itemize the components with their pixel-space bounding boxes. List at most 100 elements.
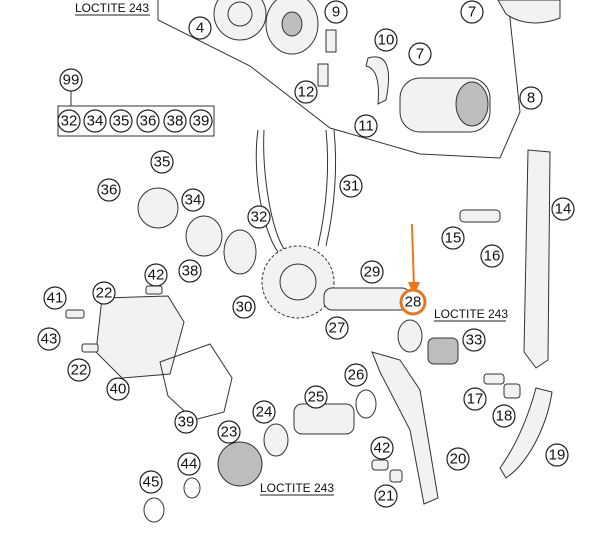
gasket [159,343,233,421]
callout-11[interactable]: 11 [354,114,378,138]
callout-24[interactable]: 24 [252,400,276,424]
svg-text:28: 28 [405,294,422,311]
tensioner-rail [371,351,439,505]
callout-17[interactable]: 17 [463,387,487,411]
washer-45 [143,497,165,523]
callout-18[interactable]: 18 [492,404,516,428]
o-ring [355,389,377,419]
water-pump-cover [95,295,185,379]
svg-text:15: 15 [445,230,462,247]
svg-text:42: 42 [374,440,391,457]
sleeve-21 [389,469,403,483]
callout-12[interactable]: 12 [294,80,318,104]
svg-text:29: 29 [364,264,381,281]
callout-32[interactable]: 32 [247,205,271,229]
svg-text:36: 36 [101,182,118,199]
bearing-upper-bore [281,11,303,37]
callout-38[interactable]: 38 [178,259,202,283]
callout-44[interactable]: 44 [177,452,201,476]
svg-text:22: 22 [96,285,113,302]
callout-10[interactable]: 10 [374,28,398,52]
timing-chain-right [317,129,329,247]
callout-42[interactable]: 42 [144,263,168,287]
loctite-note-mid: LOCTITE 243 [434,307,508,322]
svg-text:20: 20 [450,451,467,468]
callout-4[interactable]: 4 [188,16,212,40]
callout-35[interactable]: 35 [150,150,174,174]
needle-bearing [427,337,459,365]
loctite-label: LOCTITE 243 [260,481,334,495]
callout-34[interactable]: 34 [181,188,205,212]
callout-99[interactable]: 99 [59,68,83,92]
bolt-22b [81,343,99,353]
idler-shaft [323,287,411,311]
callout-45[interactable]: 45 [139,470,163,494]
camshaft-gear-hub [227,1,253,27]
callout-16[interactable]: 16 [480,244,504,268]
svg-text:8: 8 [527,90,535,107]
callout-42[interactable]: 42 [370,436,394,460]
bolt-42a [145,285,163,295]
callout-26[interactable]: 26 [344,363,368,387]
svg-text:44: 44 [181,456,198,473]
callout-30[interactable]: 30 [232,295,256,319]
crankshaft-gear-hub [279,263,317,301]
callout-36[interactable]: 36 [97,178,121,202]
callout-15[interactable]: 15 [441,226,465,250]
callout-33[interactable]: 33 [462,328,486,352]
bolt-42b [371,459,389,471]
callout-35[interactable]: 35 [109,109,133,133]
callout-27[interactable]: 27 [325,316,349,340]
pin-12 [317,63,329,87]
callout-23[interactable]: 23 [217,420,241,444]
svg-text:42: 42 [148,267,165,284]
callout-39[interactable]: 39 [189,109,213,133]
callout-28-highlighted[interactable]: 28 [399,288,427,316]
svg-text:33: 33 [466,332,483,349]
callout-22[interactable]: 22 [67,358,91,382]
callout-40[interactable]: 40 [106,377,130,401]
callout-36[interactable]: 36 [136,109,160,133]
callout-38[interactable]: 38 [163,109,187,133]
callout-20[interactable]: 20 [446,447,470,471]
callout-7[interactable]: 7 [460,0,484,24]
loctite-label: LOCTITE 243 [434,307,508,321]
sleeve-18 [503,383,521,399]
svg-text:35: 35 [154,154,171,171]
pin-9 [325,29,337,53]
svg-text:99: 99 [63,72,80,89]
svg-text:7: 7 [468,4,476,21]
callout-31[interactable]: 31 [339,174,363,198]
callout-21[interactable]: 21 [374,484,398,508]
svg-text:16: 16 [484,248,501,265]
svg-text:32: 32 [61,113,78,130]
decompressor-end [455,81,489,127]
svg-text:18: 18 [496,408,513,425]
cover-top-right [497,0,561,24]
svg-text:38: 38 [167,113,184,130]
svg-text:38: 38 [182,263,199,280]
callout-25[interactable]: 25 [304,385,328,409]
callout-41[interactable]: 41 [43,286,67,310]
svg-text:24: 24 [256,404,273,421]
thrust-washer [397,319,423,353]
callout-19[interactable]: 19 [545,443,569,467]
callout-9[interactable]: 9 [324,0,348,24]
callout-7[interactable]: 7 [408,42,432,66]
svg-text:22: 22 [71,362,88,379]
highlight-arrow-line [411,223,415,289]
callout-14[interactable]: 14 [551,197,575,221]
svg-text:9: 9 [332,4,340,21]
callout-32[interactable]: 32 [57,109,81,133]
callout-8[interactable]: 8 [519,86,543,110]
callout-29[interactable]: 29 [360,260,384,284]
svg-text:34: 34 [87,113,104,130]
callout-22[interactable]: 22 [92,281,116,305]
svg-text:4: 4 [196,20,204,37]
timing-chain-left [255,129,279,253]
decompressor-lever [365,56,389,105]
callout-39[interactable]: 39 [174,410,198,434]
callout-43[interactable]: 43 [37,327,61,351]
callout-34[interactable]: 34 [83,109,107,133]
svg-text:23: 23 [221,424,238,441]
